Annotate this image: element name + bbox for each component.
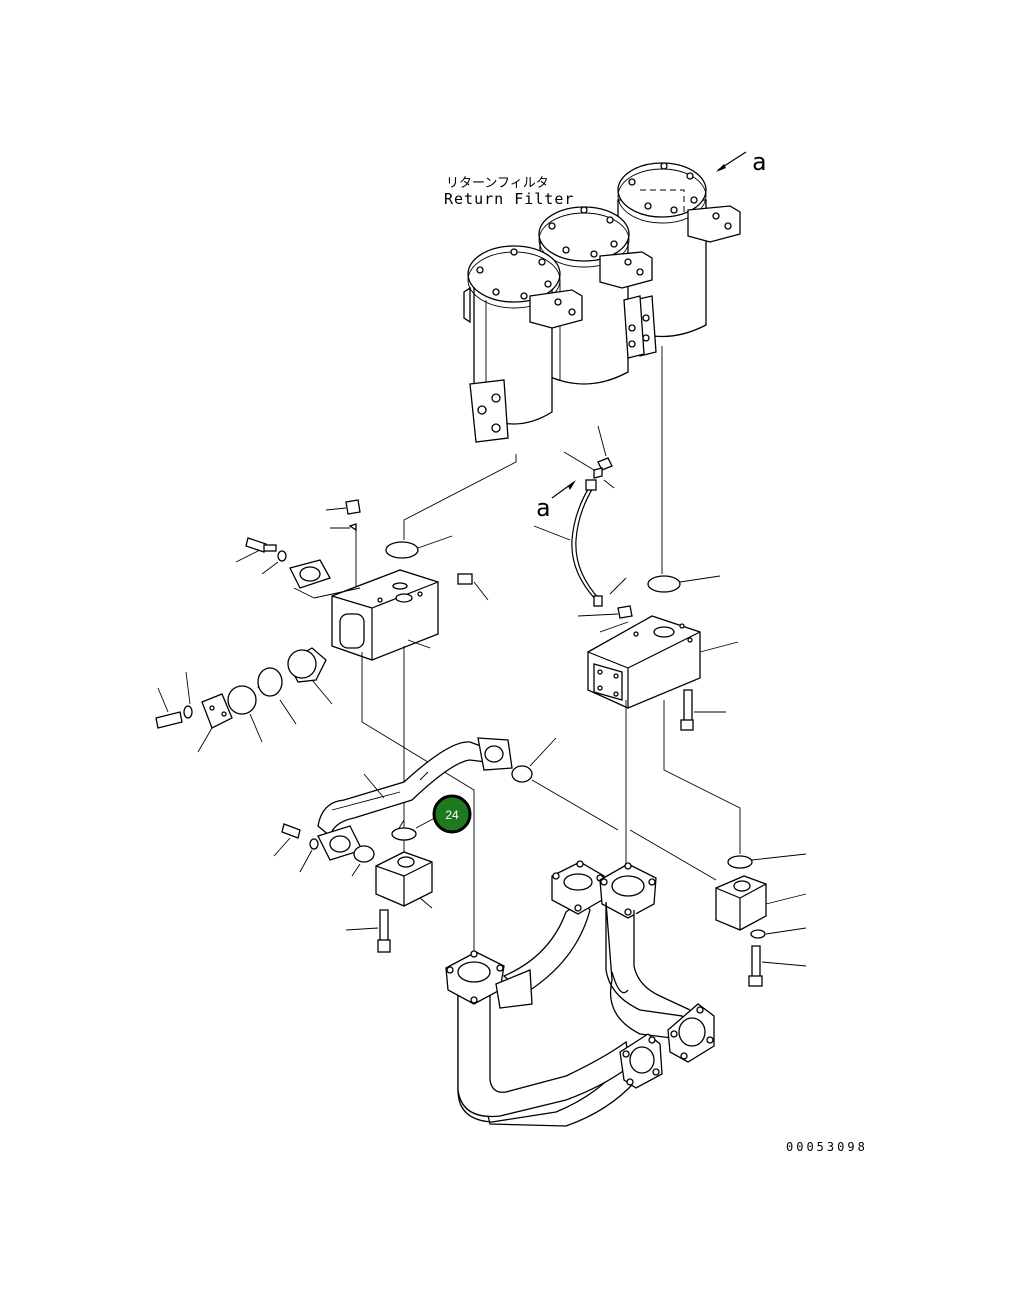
reference-arrow-top xyxy=(716,151,747,172)
reference-letter-hose: a xyxy=(536,494,550,522)
elbow-fitting-right xyxy=(577,605,633,633)
title-japanese: リターンフィルタ xyxy=(446,176,549,191)
curved-tube-left xyxy=(317,737,513,838)
plug-fitting xyxy=(457,573,489,601)
washer-right xyxy=(750,927,807,939)
adapter-block-right xyxy=(715,875,807,931)
bolt-long-left xyxy=(345,909,391,953)
callout-label: 24 xyxy=(445,808,459,822)
title-english: Return Filter xyxy=(444,190,574,208)
return-filter-middle xyxy=(538,206,653,385)
valve-block-right xyxy=(587,615,739,709)
return-filter-left xyxy=(463,245,583,443)
o-ring-upper-right xyxy=(647,575,721,593)
bolt-top xyxy=(325,499,361,598)
relief-valve-parts xyxy=(155,647,333,753)
drawing-number: 00053098 xyxy=(786,1140,868,1154)
adapter-block-left xyxy=(375,851,433,909)
reference-letter-top: a xyxy=(752,148,766,176)
flange-cover-left xyxy=(289,559,361,599)
reference-arrow-hose xyxy=(551,480,576,499)
gasket-small-left xyxy=(351,845,375,877)
bolt-right-upper xyxy=(680,689,726,731)
bolt-washer-left-upper xyxy=(235,537,287,575)
valve-block-left xyxy=(331,569,439,661)
gasket-middle xyxy=(511,737,619,831)
o-ring-right xyxy=(629,829,807,881)
o-ring-middle xyxy=(391,811,447,841)
bolt-long-right xyxy=(748,945,807,987)
flange-lower-left xyxy=(273,823,363,873)
o-ring-upper-left xyxy=(385,535,453,559)
hose-assembly xyxy=(533,425,627,607)
suction-tube-assembly xyxy=(445,860,715,1127)
callout-24[interactable]: 24 xyxy=(432,794,472,834)
